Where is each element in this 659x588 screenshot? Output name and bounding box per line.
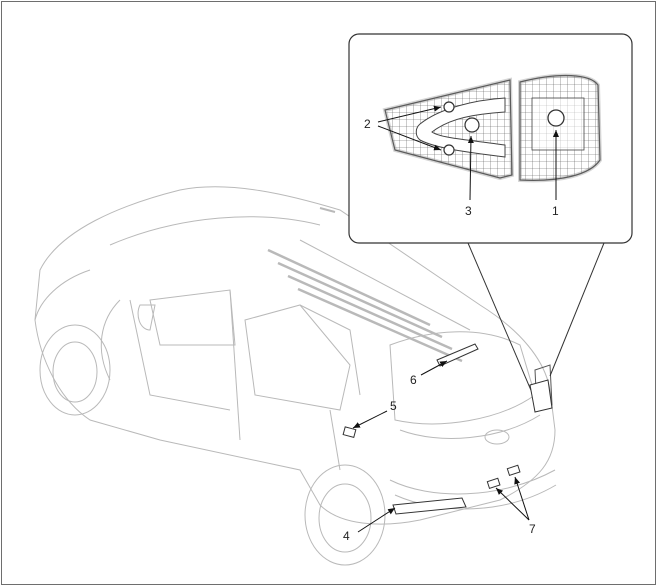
callout-6: 6 — [410, 373, 417, 387]
callout-5: 5 — [390, 399, 397, 413]
license-plate-lamps — [486, 464, 521, 489]
rear-reflector — [392, 497, 467, 515]
callout-2: 2 — [364, 117, 371, 131]
callout-7: 7 — [529, 522, 536, 536]
callout-4: 4 — [343, 529, 350, 543]
high-mounted-stop-lamp — [436, 343, 479, 367]
side-repeater — [342, 426, 357, 439]
callout-1: 1 — [552, 204, 559, 218]
detail-inset — [348, 33, 633, 413]
leader-arrows — [352, 105, 559, 533]
callout-3: 3 — [465, 204, 472, 218]
vehicle-outline — [34, 186, 557, 566]
